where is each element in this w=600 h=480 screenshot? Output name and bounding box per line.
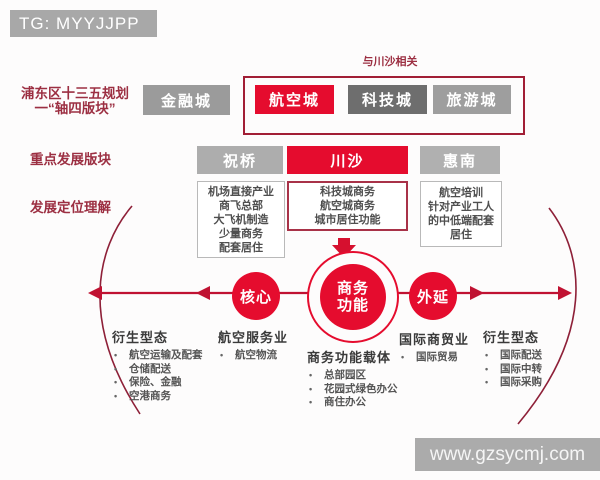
list-item: 国际贸易	[399, 351, 484, 365]
business-carrier-list: 商务功能载体 总部园区 花园式绿色办公 商住办公	[307, 347, 417, 410]
aviation-services-title: 航空服务业	[218, 330, 289, 345]
list-item: 保险、金融	[112, 376, 232, 390]
list-item: 航空物流	[218, 349, 308, 363]
huinan-box[interactable]: 惠南	[420, 146, 500, 174]
watermark-text: www.gzsycmj.com	[429, 443, 586, 465]
derived-forms-right-list: 衍生型态 国际配送 国际中转 国际采购	[483, 327, 563, 390]
business-function-circle[interactable]: 商务 功能	[320, 264, 386, 330]
chuansha-detail-box: 科技城商务 航空城商务 城市居住功能	[287, 181, 408, 231]
watermark: www.gzsycmj.com	[415, 438, 600, 471]
axis-arrow-left-end-icon	[88, 286, 102, 300]
row1-label-line1: 浦东区十三五规划	[21, 86, 129, 101]
derived-forms-left-title: 衍生型态	[112, 330, 169, 345]
zhuqiao-detail-box: 机场直接产业 商飞总部 大飞机制造 少量商务 配套居住	[197, 181, 285, 258]
zhuqiao-line: 大飞机制造	[213, 213, 269, 226]
derived-forms-right-title: 衍生型态	[483, 330, 540, 345]
row3-label: 发展定位理解	[30, 200, 111, 215]
row1-label-line2: 一“轴四版块”	[34, 101, 116, 116]
list-item: 总部园区	[307, 369, 417, 383]
business-function-line2: 功能	[336, 297, 369, 314]
zhuqiao-line: 少量商务	[219, 227, 263, 240]
zhuqiao-line: 配套居住	[219, 241, 263, 254]
chuansha-line: 航空城商务	[320, 200, 375, 212]
row1-label: 浦东区十三五规划 一“轴四版块”	[12, 86, 138, 116]
chuansha-line: 科技城商务	[320, 186, 375, 198]
tourism-city-box[interactable]: 旅游城	[433, 85, 511, 114]
tg-badge-text: TG: MYYJJPP	[19, 13, 140, 33]
list-item: 空港商务	[112, 390, 232, 404]
axis-arrow-mid-right-icon	[470, 286, 484, 300]
huinan-line: 航空培训	[439, 187, 483, 199]
derived-forms-left-list: 衍生型态 航空运输及配套 仓储配送 保险、金融 空港商务	[112, 327, 232, 403]
zhuqiao-line: 机场直接产业	[208, 185, 274, 198]
list-item: 国际中转	[483, 363, 563, 377]
list-item: 国际配送	[483, 349, 563, 363]
extension-circle[interactable]: 外延	[409, 272, 457, 320]
list-item: 航空运输及配套	[112, 349, 232, 363]
ellipse-right-arc-icon	[517, 207, 577, 425]
aviation-city-box[interactable]: 航空城	[255, 85, 334, 114]
core-circle[interactable]: 核心	[232, 272, 280, 320]
huinan-detail-box: 航空培训 针对产业工人 的中低端配套 居住	[420, 181, 502, 247]
business-function-ring[interactable]: 商务 功能	[307, 251, 399, 343]
aviation-services-list: 航空服务业 航空物流	[218, 327, 308, 363]
axis-arrow-right-end-icon	[558, 286, 572, 300]
row2-label: 重点发展版块	[30, 152, 111, 167]
list-item: 花园式绿色办公	[307, 383, 417, 397]
huinan-line: 的中低端配套	[428, 215, 494, 227]
intl-trade-list: 国际商贸业 国际贸易	[399, 329, 484, 365]
intl-trade-title: 国际商贸业	[399, 332, 470, 347]
tg-badge: TG: MYYJJPP	[10, 10, 157, 37]
business-function-line1: 商务	[336, 280, 369, 297]
finance-city-box[interactable]: 金融城	[143, 85, 230, 115]
chuansha-related-note: 与川沙相关	[362, 56, 418, 68]
business-carrier-title: 商务功能载体	[307, 350, 392, 365]
list-item: 商住办公	[307, 396, 417, 410]
huinan-line: 居住	[450, 229, 472, 241]
axis-arrow-mid-left-icon	[196, 286, 210, 300]
tech-city-box[interactable]: 科技城	[348, 85, 427, 114]
zhuqiao-box[interactable]: 祝桥	[197, 146, 283, 174]
down-arrow-icon	[332, 238, 356, 258]
chuansha-box[interactable]: 川沙	[287, 146, 408, 174]
chuansha-line: 城市居住功能	[314, 214, 381, 226]
huinan-line: 针对产业工人	[428, 201, 494, 213]
list-item: 仓储配送	[112, 363, 232, 377]
chuansha-group-border	[243, 76, 525, 135]
list-item: 国际采购	[483, 376, 563, 390]
zhuqiao-line: 商飞总部	[219, 199, 263, 212]
